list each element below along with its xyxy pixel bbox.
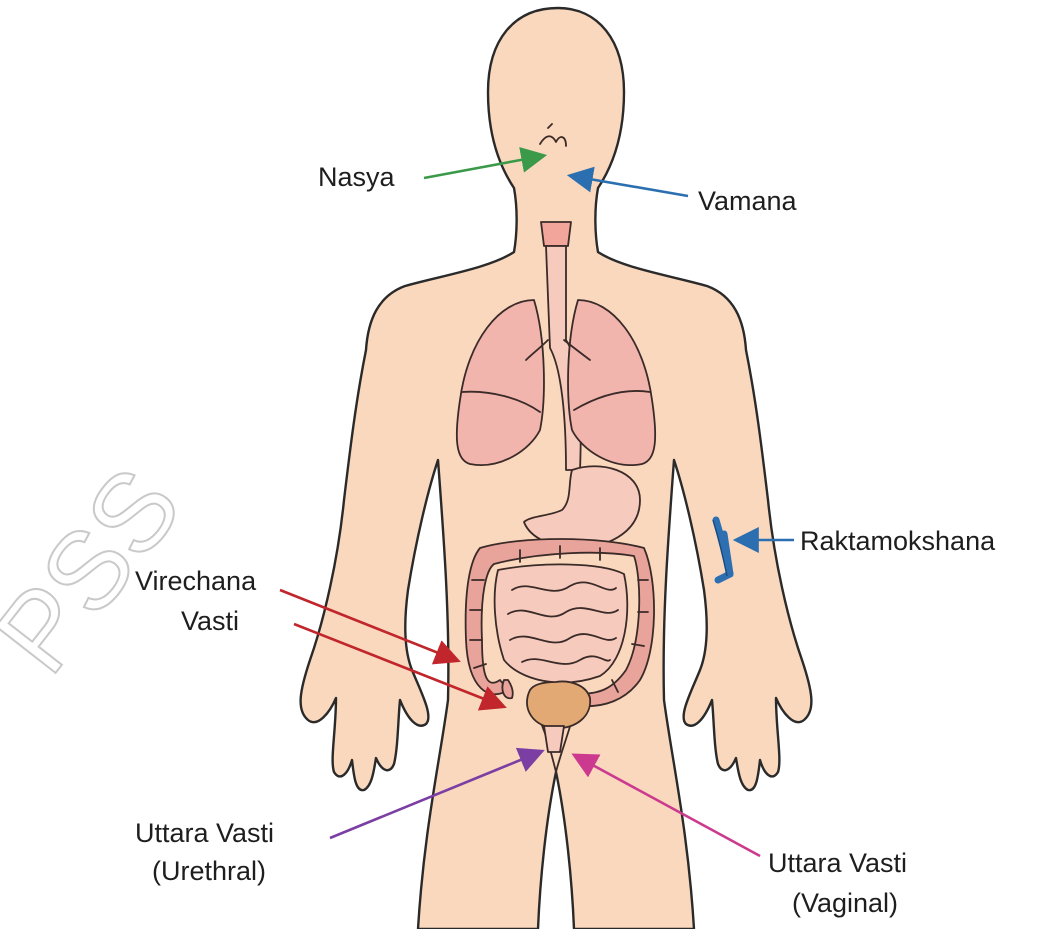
body-silhouette bbox=[301, 8, 812, 929]
label-uttara-vaginal-line2: (Vaginal) bbox=[792, 888, 898, 918]
label-vasti: Vasti bbox=[181, 606, 239, 636]
label-uttara-vaginal-line1: Uttara Vasti bbox=[768, 848, 907, 878]
label-uttara-urethral-line1: Uttara Vasti bbox=[135, 818, 274, 848]
label-virechana: Virechana bbox=[135, 566, 257, 596]
label-raktamokshana: Raktamokshana bbox=[800, 526, 996, 556]
label-nasya: Nasya bbox=[318, 162, 396, 192]
throat-larynx bbox=[541, 222, 571, 246]
label-vamana: Vamana bbox=[698, 186, 798, 216]
label-uttara-urethral-line2: (Urethral) bbox=[152, 856, 266, 886]
